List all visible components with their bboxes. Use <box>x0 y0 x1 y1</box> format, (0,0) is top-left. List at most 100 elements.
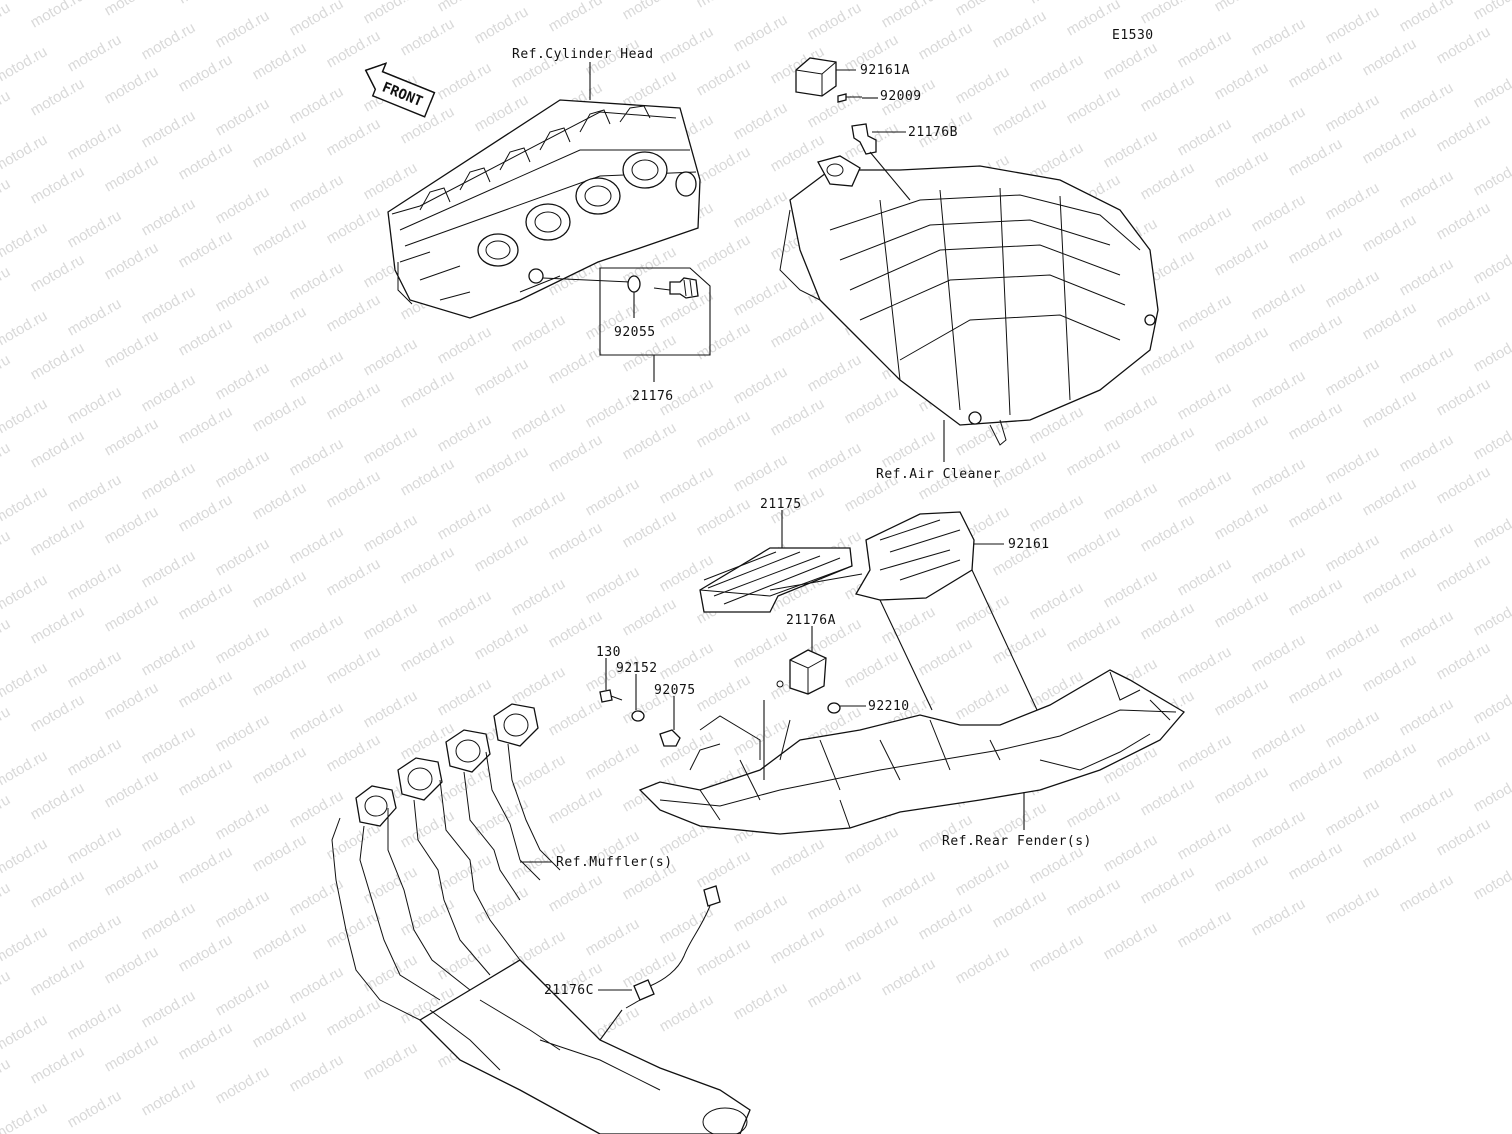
watermark-text: motod.ru <box>0 1011 50 1055</box>
watermark-text: motod.ru <box>694 847 754 891</box>
watermark-text: motod.ru <box>1397 607 1457 651</box>
watermark-text: motod.ru <box>0 615 13 659</box>
watermark-text: motod.ru <box>250 479 310 523</box>
watermark-text: motod.ru <box>1212 147 1272 191</box>
watermark-text: motod.ru <box>731 11 791 55</box>
watermark-text: motod.ru <box>583 915 643 959</box>
watermark-text: motod.ru <box>953 679 1013 723</box>
watermark-text: motod.ru <box>1249 279 1309 323</box>
watermark-text: motod.ru <box>435 499 495 543</box>
watermark-text: motod.ru <box>731 99 791 143</box>
watermark-text: motod.ru <box>65 295 125 339</box>
watermark-text: motod.ru <box>65 999 125 1043</box>
watermark-text: motod.ru <box>509 575 569 619</box>
watermark-text: motod.ru <box>0 175 13 219</box>
watermark-text: motod.ru <box>1434 727 1494 771</box>
watermark-text: motod.ru <box>287 83 347 127</box>
collar-92152 <box>631 710 645 722</box>
watermark-text: motod.ru <box>287 699 347 743</box>
watermark-text: motod.ru <box>620 0 680 23</box>
watermark-text: motod.ru <box>1434 375 1494 419</box>
watermark-text: motod.ru <box>1286 751 1346 795</box>
watermark-text: motod.ru <box>583 563 643 607</box>
watermark-text: motod.ru <box>1249 103 1309 147</box>
watermark-text: motod.ru <box>1249 15 1309 59</box>
watermark-text: motod.ru <box>102 943 162 987</box>
watermark-text: motod.ru <box>287 875 347 919</box>
watermark-text: motod.ru <box>1101 127 1161 171</box>
watermark-text: motod.ru <box>213 887 273 931</box>
watermark-text: motod.ru <box>1286 839 1346 883</box>
watermark-text: motod.ru <box>1138 0 1198 27</box>
watermark-text: motod.ru <box>1360 123 1420 167</box>
watermark-text: motod.ru <box>1323 267 1383 311</box>
watermark-text: motod.ru <box>1397 343 1457 387</box>
watermark-text: motod.ru <box>176 931 236 975</box>
watermark-text: motod.ru <box>0 483 50 527</box>
watermark-text: motod.ru <box>1212 235 1272 279</box>
cylinder-head-drawing <box>387 99 701 319</box>
watermark-text: motod.ru <box>250 567 310 611</box>
watermark-text: motod.ru <box>0 835 50 879</box>
watermark-text: motod.ru <box>250 127 310 171</box>
watermark-text: motod.ru <box>694 55 754 99</box>
watermark-text: motod.ru <box>731 363 791 407</box>
watermark-text: motod.ru <box>620 507 680 551</box>
watermark-text: motod.ru <box>1360 651 1420 695</box>
watermark-text: motod.ru <box>0 703 13 747</box>
watermark-text: motod.ru <box>694 407 754 451</box>
watermark-text: motod.ru <box>1175 555 1235 599</box>
watermark-text: motod.ru <box>139 811 199 855</box>
watermark-text: motod.ru <box>731 627 791 671</box>
watermark-text: motod.ru <box>0 791 13 835</box>
watermark-text: motod.ru <box>805 879 865 923</box>
watermark-text: motod.ru <box>176 227 236 271</box>
watermark-text: motod.ru <box>398 631 458 675</box>
watermark-text: motod.ru <box>213 1063 273 1107</box>
watermark-text: motod.ru <box>1286 663 1346 707</box>
watermark-text: motod.ru <box>916 19 976 63</box>
nut-92210 <box>827 702 841 714</box>
watermark-text: motod.ru <box>213 623 273 667</box>
watermark-text: motod.ru <box>0 131 50 175</box>
watermark-text: motod.ru <box>250 655 310 699</box>
watermark-text: motod.ru <box>694 231 754 275</box>
watermark-text: motod.ru <box>65 559 125 603</box>
watermark-text: motod.ru <box>1397 871 1457 915</box>
part-21176C: 21176C <box>544 983 594 998</box>
watermark-text: motod.ru <box>28 955 88 999</box>
watermark-text: motod.ru <box>28 251 88 295</box>
front-arrow-icon: FRONT <box>364 62 436 118</box>
watermark-text: motod.ru <box>1323 443 1383 487</box>
watermark-text: motod.ru <box>1323 883 1383 927</box>
watermark-text: motod.ru <box>324 27 384 71</box>
watermark-text: motod.ru <box>1101 831 1161 875</box>
watermark-text: motod.ru <box>176 579 236 623</box>
watermark-text: motod.ru <box>1323 355 1383 399</box>
ref-muffler-label: Ref.Muffler(s) <box>556 855 673 870</box>
watermark-text: motod.ru <box>28 339 88 383</box>
watermark-text: motod.ru <box>250 391 310 435</box>
ref-cylinder-head-label: Ref.Cylinder Head <box>512 47 654 62</box>
watermark-text: motod.ru <box>842 823 902 867</box>
part-92055: 92055 <box>614 325 656 340</box>
watermark-text: motod.ru <box>1138 423 1198 467</box>
watermark-text: motod.ru <box>1249 631 1309 675</box>
watermark-text: motod.ru <box>0 351 13 395</box>
watermark-text: motod.ru <box>435 587 495 631</box>
watermark-text: motod.ru <box>1027 51 1087 95</box>
watermark-text: motod.ru <box>731 187 791 231</box>
watermark-text: motod.ru <box>1323 531 1383 575</box>
watermark-text: motod.ru <box>879 0 939 31</box>
watermark-text: motod.ru <box>1027 0 1087 7</box>
watermark-text: motod.ru <box>1360 827 1420 871</box>
watermark-text: motod.ru <box>1360 211 1420 255</box>
watermark-text: motod.ru <box>1323 91 1383 135</box>
watermark-text: motod.ru <box>1471 595 1512 639</box>
watermark-text: motod.ru <box>176 667 236 711</box>
watermark-text: motod.ru <box>28 75 88 119</box>
watermark-text: motod.ru <box>472 443 532 487</box>
watermark-text: motod.ru <box>139 635 199 679</box>
watermark-text: motod.ru <box>287 1051 347 1095</box>
